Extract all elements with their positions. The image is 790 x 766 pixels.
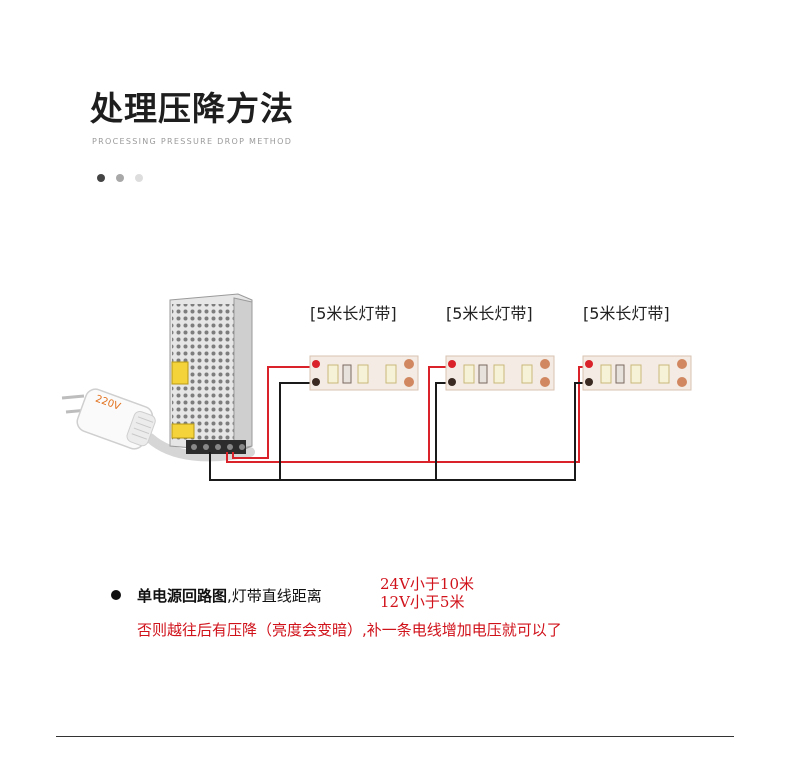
pager-dot-3[interactable] [135, 174, 143, 182]
wiring-diagram: 220V [61, 293, 692, 481]
strip-label-1: [5米长灯带] [310, 304, 397, 323]
caption-line: 单电源回路图,灯带直线距离 [137, 585, 322, 606]
caption-rest: ,灯带直线距离 [227, 587, 322, 605]
strip-label-3: [5米长灯带] [583, 304, 670, 323]
pager-dot-1[interactable] [97, 174, 105, 182]
caption-bold: 单电源回路图 [137, 587, 228, 605]
power-supply [169, 293, 253, 454]
led-strip-1 [309, 355, 419, 391]
wiring [209, 366, 585, 481]
power-plug: 220V [61, 388, 255, 462]
caption-note: 否则越往后有压降（亮度会变暗）,补一条电线增加电压就可以了 [137, 621, 562, 639]
spec-24v: 24V小于10米 [380, 575, 475, 593]
strip-label-2: [5米长灯带] [446, 304, 533, 323]
led-strip-3 [582, 355, 692, 391]
page-title: 处理压降方法 [90, 89, 294, 128]
spec-12v: 12V小于5米 [380, 593, 465, 611]
page-subtitle: PROCESSING PRESSURE DROP METHOD [92, 137, 293, 146]
bullet-dot [111, 590, 121, 600]
bottom-divider [56, 736, 734, 737]
led-strip-2 [445, 355, 555, 391]
pager-dot-2[interactable] [116, 174, 124, 182]
